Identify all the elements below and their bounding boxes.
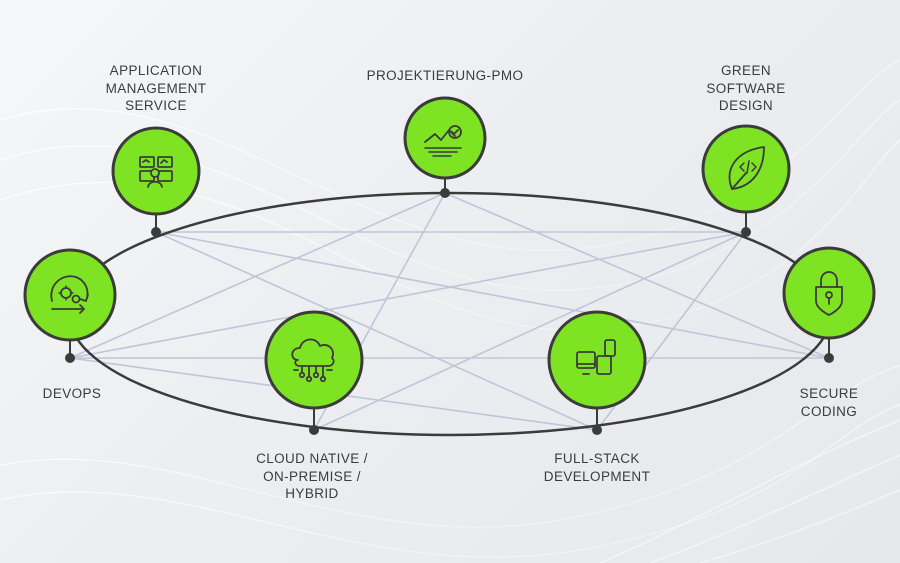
anchor-dot	[65, 353, 75, 363]
anchor-dot	[592, 425, 602, 435]
leaf-code-icon	[728, 146, 765, 190]
label-cloud: CLOUD NATIVE / ON-PREMISE / HYBRID	[256, 451, 368, 501]
node-secure	[782, 246, 876, 363]
padlock-icon	[815, 271, 843, 316]
link-devops-green	[69, 231, 747, 359]
node-circle	[403, 96, 487, 180]
label-fullstack: FULL-STACK DEVELOPMENT	[543, 451, 651, 484]
link-apps-secure	[155, 231, 830, 359]
node-cloud	[264, 310, 364, 435]
link-pmo-secure	[444, 192, 830, 359]
link-cloud-green	[313, 231, 747, 431]
node-circle	[701, 124, 791, 214]
chart-check-icon	[424, 125, 462, 157]
anchor-dot	[309, 425, 319, 435]
anchor-dot	[741, 227, 751, 237]
anchor-dot	[151, 227, 161, 237]
link-apps-fullstack	[155, 231, 598, 431]
anchor-dot	[440, 188, 450, 198]
monitor-team-icon	[139, 156, 173, 188]
service-nodes	[23, 96, 876, 435]
orbit-ellipse	[67, 191, 833, 437]
label-pmo: PROJEKTIERUNG-PMO	[366, 68, 524, 83]
link-pmo-devops	[69, 192, 446, 359]
node-pmo	[403, 96, 487, 198]
label-apps: APPLICATION MANAGEMENT SERVICE	[105, 63, 207, 113]
node-fullstack	[547, 310, 647, 435]
node-green	[701, 124, 791, 237]
label-green: GREEN SOFTWARE DESIGN	[706, 63, 786, 113]
gears-cycle-icon	[50, 275, 89, 314]
cloud-network-icon	[291, 338, 335, 383]
label-devops: DEVOPS	[42, 386, 102, 401]
devices-icon	[576, 339, 616, 375]
node-apps	[111, 126, 201, 237]
node-circle	[264, 310, 364, 410]
anchor-dot	[824, 353, 834, 363]
node-devops	[23, 248, 117, 363]
label-secure: SECURE CODING	[799, 386, 859, 419]
node-circle	[782, 246, 876, 340]
